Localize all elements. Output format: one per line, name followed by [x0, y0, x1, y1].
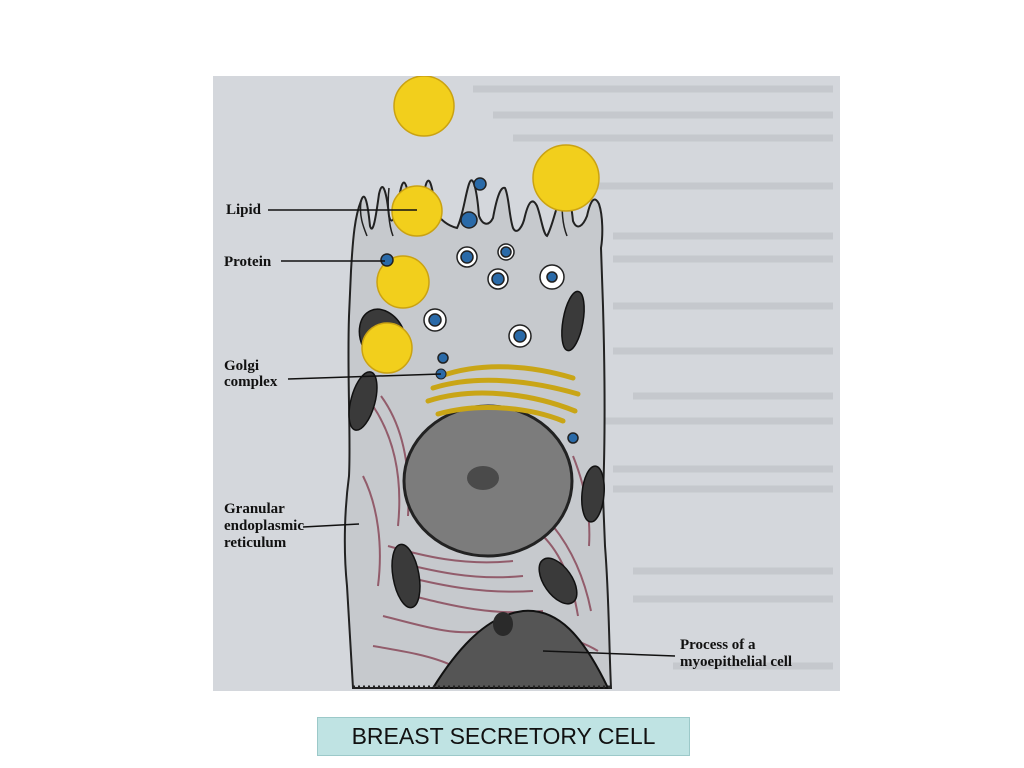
label-rer-line2: endoplasmic	[224, 518, 305, 534]
nucleolus	[467, 466, 499, 490]
golgi-complex	[425, 364, 581, 424]
cell-diagram	[268, 76, 833, 689]
background-text-texture	[473, 85, 833, 670]
label-myo-line2: myoepithelial cell	[680, 654, 793, 670]
slide-caption: BREAST SECRETORY CELL	[317, 717, 690, 756]
label-rer-line3: reticulum	[224, 535, 287, 551]
leader-lines	[268, 209, 676, 657]
myoepithelial-process	[431, 609, 610, 689]
label-rer-line1: Granular	[224, 501, 285, 517]
lipid-droplets	[361, 76, 600, 374]
protein-granules	[380, 177, 579, 444]
label-golgi-line2: complex	[224, 374, 278, 390]
granular-er	[362, 395, 599, 667]
cell-illustration: Lipid Protein Golgi complex Granular end…	[213, 76, 840, 691]
label-myo-line1: Process of a	[680, 637, 756, 653]
label-protein: Protein	[224, 254, 272, 270]
label-golgi-line1: Golgi	[224, 358, 260, 374]
myoepithelial-nucleus	[493, 612, 513, 636]
label-lipid: Lipid	[226, 202, 262, 218]
